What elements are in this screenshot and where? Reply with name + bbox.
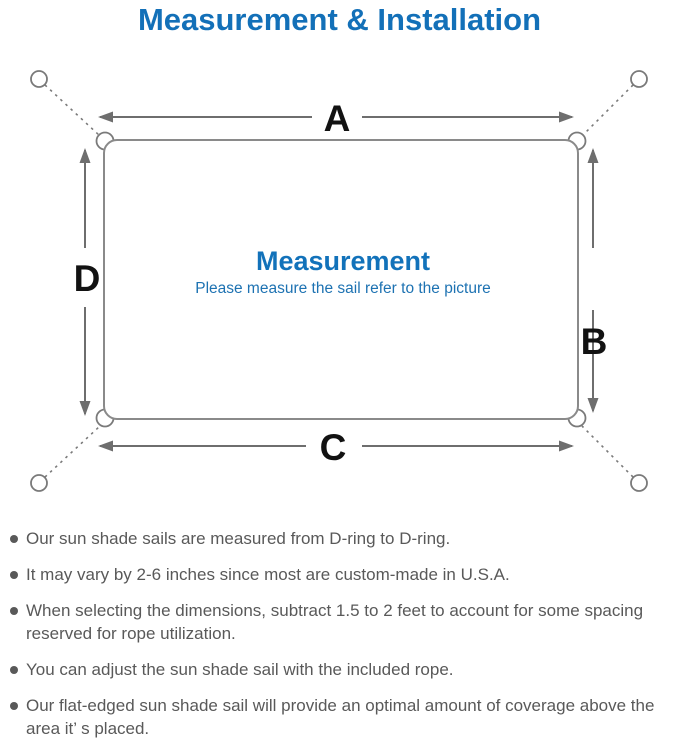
note-text: When selecting the dimensions, subtract … — [26, 601, 644, 643]
rope-line-top-left — [44, 84, 101, 137]
rope-line-top-right — [581, 84, 634, 137]
measurement-diagram-svg: A B C D Measurement Please measure the s… — [30, 70, 648, 492]
dimension-label-c: C — [320, 427, 347, 468]
anchor-point-icon-top-left — [30, 70, 48, 88]
anchor-point-icon-top-right — [630, 70, 648, 88]
dimension-arrows — [79, 111, 599, 452]
note-text: Our sun shade sails are measured from D-… — [26, 529, 451, 548]
anchor-points — [30, 70, 648, 492]
page-title: Measurement & Installation — [137, 2, 542, 37]
bullet-icon — [10, 666, 18, 674]
notes-list: Our sun shade sails are measured from D-… — [10, 527, 673, 753]
note-item: Our flat-edged sun shade sail will provi… — [10, 694, 673, 740]
note-item: Our sun shade sails are measured from D-… — [10, 527, 673, 550]
note-item: You can adjust the sun shade sail with t… — [10, 658, 673, 681]
bullet-icon — [10, 607, 18, 615]
bullet-icon — [10, 571, 18, 579]
dimension-label-a: A — [324, 98, 351, 139]
measurement-diagram: A B C D Measurement Please measure the s… — [0, 60, 679, 520]
sail-rectangle — [103, 139, 579, 420]
rope-line-bottom-right — [581, 425, 634, 478]
diagram-center-title: Measurement — [256, 246, 430, 276]
note-text: You can adjust the sun shade sail with t… — [26, 660, 454, 679]
bullet-icon — [10, 535, 18, 543]
anchor-point-icon-bottom-right — [630, 474, 648, 492]
rope-line-bottom-left — [44, 425, 101, 478]
note-text: Our flat-edged sun shade sail will provi… — [26, 696, 655, 738]
bullet-icon — [10, 702, 18, 710]
anchor-point-icon-bottom-left — [30, 474, 48, 492]
note-item: It may vary by 2-6 inches since most are… — [10, 563, 673, 586]
diagram-center-subtitle: Please measure the sail refer to the pic… — [195, 280, 491, 297]
rope-dashed-lines — [44, 84, 634, 478]
dimension-label-d: D — [74, 258, 101, 299]
dimension-label-b: B — [581, 321, 608, 362]
note-item: When selecting the dimensions, subtract … — [10, 599, 673, 645]
note-text: It may vary by 2-6 inches since most are… — [26, 565, 510, 584]
